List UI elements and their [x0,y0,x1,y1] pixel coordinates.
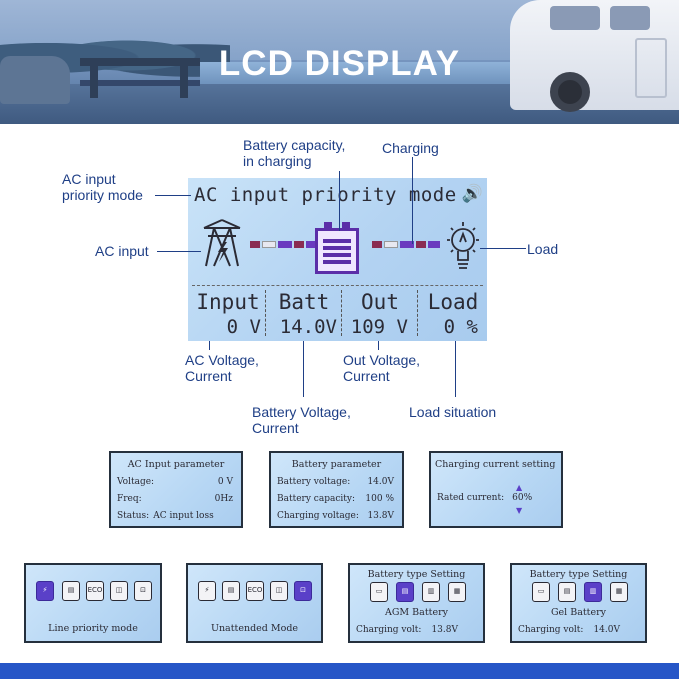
tower-icon [203,219,241,267]
banner-bench [80,58,200,98]
bulb-icon [447,222,479,269]
tower-icon: ⚡ [198,581,216,601]
screen-line-priority-mode: ⚡ ▤ ECO ◫ ⊡ Line priority mode [24,563,162,643]
callout-charging: Charging [382,140,439,156]
battery-icon: ▥ [584,582,602,602]
callout-out-voltage: Out Voltage,Current [343,352,421,384]
battery-icon: ▤ [222,581,240,601]
out-label: Out [361,290,399,314]
battery-icon: ▭ [532,582,550,602]
main-lcd-screen: AC input priority mode 🔊 [188,178,487,341]
eco-icon: ECO [246,581,264,601]
ac-icon: ⊡ [294,581,312,601]
screen-charging-current-setting: Charging current setting Rated current: … [429,451,563,528]
banner: LCD DISPLAY [0,0,679,124]
battery-icon: ▭ [370,582,388,602]
lcd-divider [192,285,483,286]
callout-battery-voltage: Battery Voltage,Current [252,404,351,436]
solar-icon: ◫ [110,581,128,601]
lcd-mode-header: AC input priority mode [194,184,457,206]
battery-icon: ▦ [610,582,628,602]
up-arrow-icon[interactable]: ▲ [516,483,523,492]
battery-icon [315,222,359,274]
flow-ac-to-battery [250,241,318,248]
callout-load: Load [527,241,559,257]
banner-title: LCD DISPLAY [218,44,461,83]
out-value: 109 V [350,316,408,338]
banner-sea [200,62,520,84]
screen-battery-type-agm: Battery type Setting ▭ ▤ ▥ ▦ AGM Battery… [348,563,485,643]
callout-load-situation: Load situation [409,404,497,420]
banner-camper-van [510,0,679,112]
mode-label: Unattended Mode [210,623,299,634]
batt-value: 14.0V [279,316,337,338]
load-label: Load [427,290,479,314]
battery-icon: ▥ [422,582,440,602]
tower-icon: ⚡ [36,581,54,601]
screen-battery-type-gel: Battery type Setting ▭ ▤ ▥ ▦ Gel Battery… [510,563,647,643]
mode-label: Line priority mode [48,623,138,634]
battery-icon: ▤ [396,582,414,602]
battery-type-label: Gel Battery [550,607,607,618]
down-arrow-icon[interactable]: ▼ [516,506,523,515]
load-value: 0 % [443,316,478,338]
flow-battery-to-load [372,241,440,248]
ac-icon: ⊡ [134,581,152,601]
callout-ac-voltage: AC Voltage,Current [185,352,259,384]
screen-battery-parameter: Battery parameter Battery voltage:14.0V … [269,451,404,528]
batt-label: Batt [278,290,330,314]
eco-icon: ECO [86,581,104,601]
screen-ac-input-parameter: AC Input parameter Voltage:0 V Freq:0Hz … [109,451,243,528]
battery-icon: ▦ [448,582,466,602]
input-label: Input [196,290,260,314]
banner-rock [0,56,70,104]
input-value: 0 V [226,316,261,338]
screen-unattended-mode: ⚡ ▤ ECO ◫ ⊡ Unattended Mode [186,563,323,643]
battery-icon: ▤ [62,581,80,601]
callout-ac-input: AC input [95,243,149,259]
battery-type-label: AGM Battery [384,607,448,618]
footer-bar [0,663,679,679]
battery-icon: ▤ [558,582,576,602]
solar-icon: ◫ [270,581,288,601]
speaker-icon: 🔊 [461,184,483,204]
callout-battery-capacity: Battery capacity,in charging [243,137,346,169]
